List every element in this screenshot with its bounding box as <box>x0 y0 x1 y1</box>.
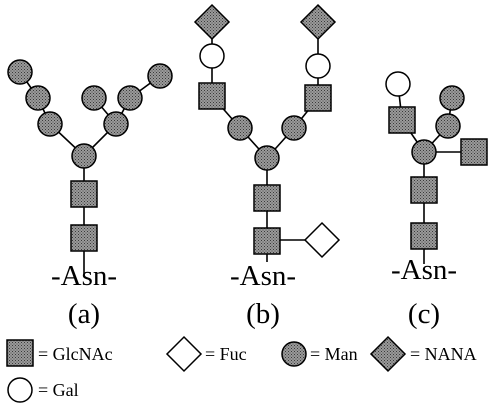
legend-open-diamond-icon <box>165 335 203 373</box>
man-residue <box>25 85 51 111</box>
man-residue <box>281 115 307 141</box>
aglycone-label: -Asn- <box>51 260 117 292</box>
man-residue <box>227 115 253 141</box>
legend-shaded-diamond-icon <box>369 335 407 373</box>
man-residue <box>254 145 280 171</box>
glcnac-residue <box>410 222 438 250</box>
nana-residue <box>193 3 231 41</box>
glcnac-residue <box>460 138 488 166</box>
legend-open-circle-icon <box>7 377 33 403</box>
man-residue <box>435 113 461 139</box>
structure-label: (c) <box>408 298 440 330</box>
glcnac-residue <box>253 184 281 212</box>
legend-shaded-circle-icon <box>281 341 307 367</box>
gal-residue <box>385 71 411 97</box>
structure-c: -Asn- (c) <box>385 71 488 330</box>
fuc-residue <box>303 221 341 259</box>
glcnac-residue <box>70 180 98 208</box>
structure-a: -Asn- (a) <box>7 59 173 330</box>
aglycone-label: -Asn- <box>230 260 296 292</box>
glcnac-residue <box>304 84 332 112</box>
legend-glcnac-label: = GlcNAc <box>38 344 113 364</box>
glcnac-residue <box>388 106 416 134</box>
man-residue <box>439 85 465 111</box>
man-residue <box>103 111 129 137</box>
legend: = GlcNAc = Fuc = Man = NANA = Gal <box>6 335 477 403</box>
structure-label: (a) <box>68 298 100 330</box>
glcnac-residue <box>410 176 438 204</box>
nana-residue <box>299 3 337 41</box>
aglycone-label: -Asn- <box>391 254 457 286</box>
man-residue <box>147 63 173 89</box>
man-residue <box>37 111 63 137</box>
man-residue <box>71 143 97 169</box>
glcnac-residue <box>253 227 281 255</box>
legend-fuc-label: = Fuc <box>205 344 247 364</box>
man-residue <box>117 85 143 111</box>
gal-residue <box>305 53 331 79</box>
glcnac-residue <box>70 224 98 252</box>
legend-nana-label: = NANA <box>410 344 477 364</box>
structure-b: -Asn- (b) <box>193 3 341 330</box>
gal-residue <box>199 43 225 69</box>
glcnac-residue <box>198 82 226 110</box>
legend-man-label: = Man <box>310 344 358 364</box>
legend-square-icon <box>6 339 34 367</box>
man-residue <box>81 85 107 111</box>
structure-label: (b) <box>246 298 280 330</box>
man-residue <box>411 139 437 165</box>
man-residue <box>7 59 33 85</box>
legend-gal-label: = Gal <box>38 380 79 400</box>
